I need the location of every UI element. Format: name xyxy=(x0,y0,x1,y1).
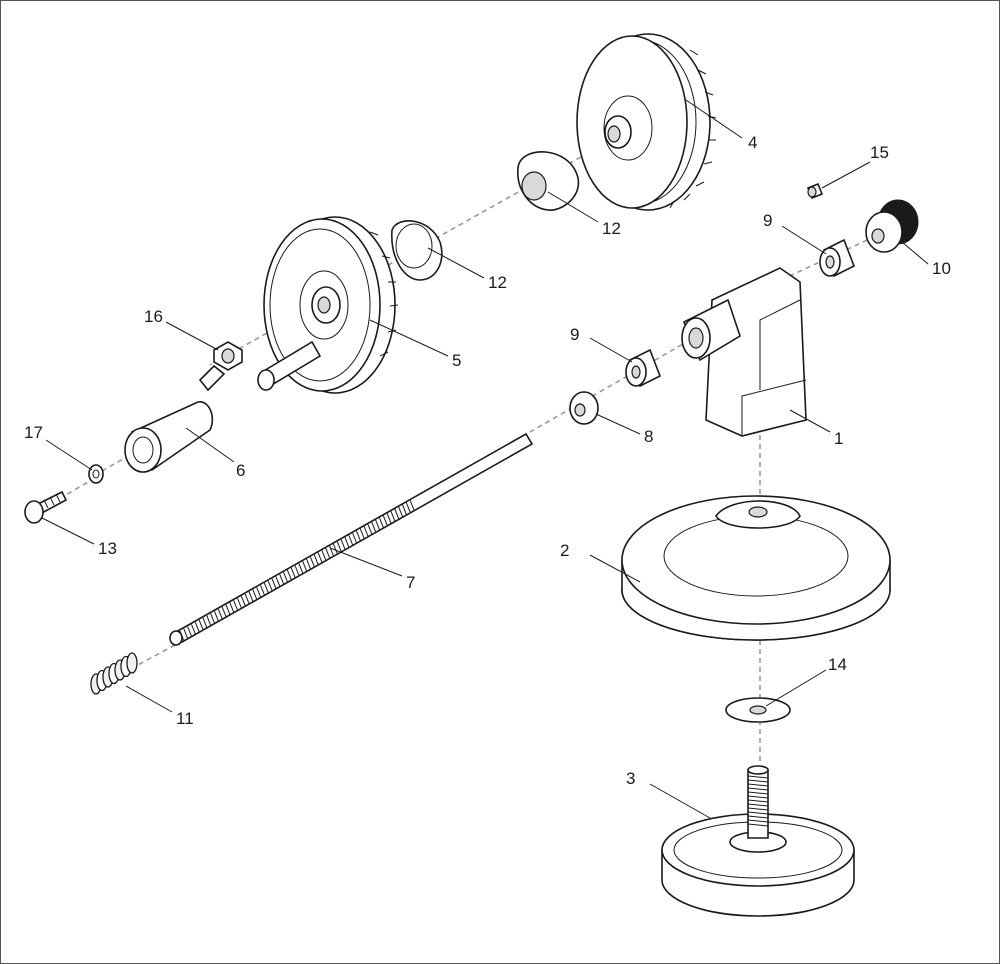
callout-4: 4 xyxy=(748,133,757,152)
part-14-flat-washer xyxy=(725,697,791,723)
callout-12-left: 12 xyxy=(488,273,507,292)
callout-15: 15 xyxy=(870,143,889,162)
callout-8: 8 xyxy=(644,427,653,446)
callout-10: 10 xyxy=(932,259,951,278)
callout-3: 3 xyxy=(626,769,635,788)
callout-7: 7 xyxy=(406,573,415,592)
callout-1: 1 xyxy=(834,429,843,448)
leader-lines xyxy=(41,99,929,819)
callout-2: 2 xyxy=(560,541,569,560)
part-12-cup-left xyxy=(391,220,443,281)
callout-11: 11 xyxy=(176,709,194,728)
callout-17: 17 xyxy=(24,423,43,442)
callout-12-right: 12 xyxy=(602,219,621,238)
part-3-foot-with-bolt xyxy=(661,765,855,917)
part-11-spring xyxy=(90,652,138,695)
callout-9-upper: 9 xyxy=(763,211,772,230)
callout-labels: 1 2 3 4 5 6 7 8 9 9 10 11 12 12 13 14 15… xyxy=(24,133,951,788)
callout-13: 13 xyxy=(98,539,117,558)
part-15-set-screw xyxy=(806,182,824,200)
part-5-knurled-wheel-shaft xyxy=(257,216,399,394)
part-2-base-dome xyxy=(621,495,891,641)
part-13-screw xyxy=(24,490,68,524)
part-1-bracket xyxy=(681,267,807,437)
callout-6: 6 xyxy=(236,461,245,480)
part-10-knob xyxy=(865,199,919,253)
part-9-bearing-upper xyxy=(819,238,856,278)
part-9-bearing-lower xyxy=(625,348,662,388)
part-12-cup-right xyxy=(517,151,580,211)
part-6-handle-grip xyxy=(124,401,214,473)
part-7-threaded-rod xyxy=(169,432,534,646)
part-16-wing-nut xyxy=(198,341,243,392)
callout-5: 5 xyxy=(452,351,461,370)
part-17-small-washer xyxy=(88,464,104,484)
callout-16: 16 xyxy=(144,307,163,326)
callout-14: 14 xyxy=(828,655,847,674)
callout-9-lower: 9 xyxy=(570,325,579,344)
part-8-spacer xyxy=(569,391,599,425)
part-4-large-knurled-wheel xyxy=(576,33,717,211)
